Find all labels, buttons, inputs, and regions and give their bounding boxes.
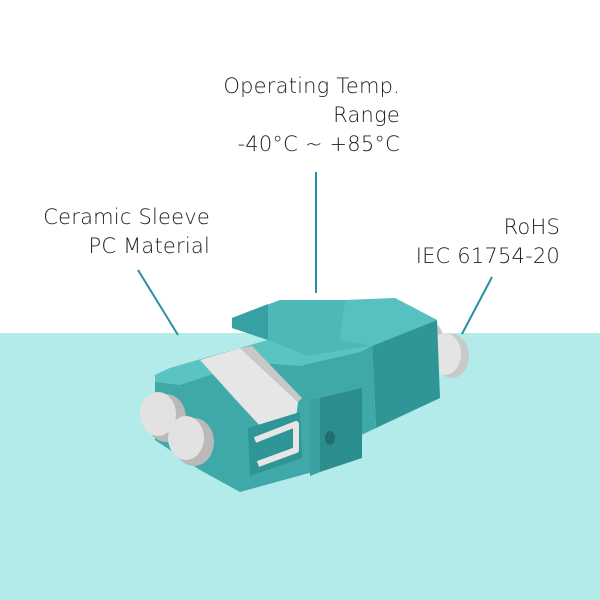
mount-hole [325,431,335,445]
temperature-line3: -40°C ~ +85°C [237,132,400,156]
standards-callout: RoHS IEC 61754-20 [416,213,560,271]
standards-line2: IEC 61754-20 [415,244,560,268]
front-caps [140,392,214,466]
sleeve-line2: PC Material [88,234,210,258]
temperature-line1: Operating Temp. [223,74,400,98]
temperature-line2: Range [333,103,400,127]
latch-band [200,348,298,428]
callout-line-rohs [461,276,493,335]
temperature-callout: Operating Temp. Range -40°C ~ +85°C [223,72,400,159]
callout-line-sleeve [137,269,179,336]
standards-line1: RoHS [503,215,560,239]
adapter-flange [320,388,362,472]
sleeve-callout: Ceramic Sleeve PC Material [43,203,210,261]
adapter-right-block [372,320,440,428]
sleeve-line1: Ceramic Sleeve [43,205,210,229]
